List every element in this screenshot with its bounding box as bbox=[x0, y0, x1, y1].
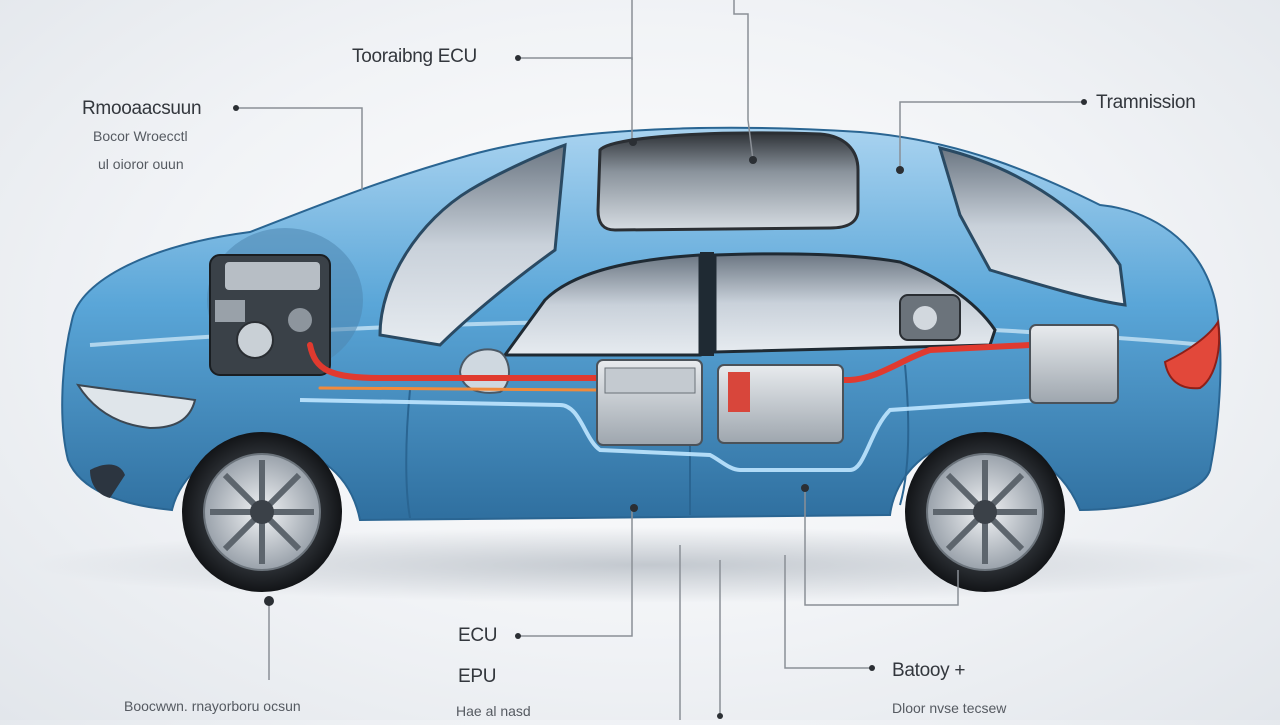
label-ecu: ECU bbox=[458, 625, 498, 646]
sunroof bbox=[596, 131, 860, 232]
rear-window bbox=[937, 145, 1127, 307]
engine-block bbox=[209, 254, 331, 376]
inverter-unit bbox=[1029, 324, 1119, 404]
label-left-sub2: ul oioror ouun bbox=[98, 156, 184, 172]
front-door-seam bbox=[405, 389, 411, 519]
label-battery: Batooy + bbox=[892, 660, 966, 681]
windshield bbox=[378, 142, 567, 347]
auxiliary-wire bbox=[318, 386, 602, 392]
label-bottom-center: Hae al nasd bbox=[456, 703, 531, 719]
label-left-title: Rmooaacsuun bbox=[82, 98, 202, 119]
headlight bbox=[75, 383, 197, 430]
label-epu: EPU bbox=[458, 666, 497, 687]
leader-dots bbox=[233, 55, 1087, 719]
label-transmission: Tramnission bbox=[1096, 92, 1196, 113]
front-grille bbox=[90, 464, 125, 498]
battery-module-1 bbox=[596, 359, 703, 446]
b-pillar bbox=[700, 252, 714, 356]
front-side-window bbox=[502, 253, 702, 357]
front-wheel bbox=[182, 432, 342, 592]
rear-wheel bbox=[905, 432, 1065, 592]
label-bottom-right: Dloor nvse tecsew bbox=[892, 700, 1007, 716]
coolant-loop bbox=[299, 398, 1041, 472]
leader-lines bbox=[238, 0, 1082, 720]
label-top-ecu: Tooraibng ECU bbox=[352, 46, 477, 67]
label-bottom-left: Boocwwn. rnayorboru ocsun bbox=[124, 698, 301, 714]
label-left-sub1: Bocor Wroecctl bbox=[93, 128, 188, 144]
rear-motor bbox=[899, 294, 961, 341]
side-mirror bbox=[458, 348, 510, 394]
rear-quarter-seam bbox=[899, 364, 910, 506]
high-voltage-wire bbox=[307, 342, 1033, 383]
battery-module-2 bbox=[717, 364, 844, 444]
taillight bbox=[1163, 319, 1221, 390]
